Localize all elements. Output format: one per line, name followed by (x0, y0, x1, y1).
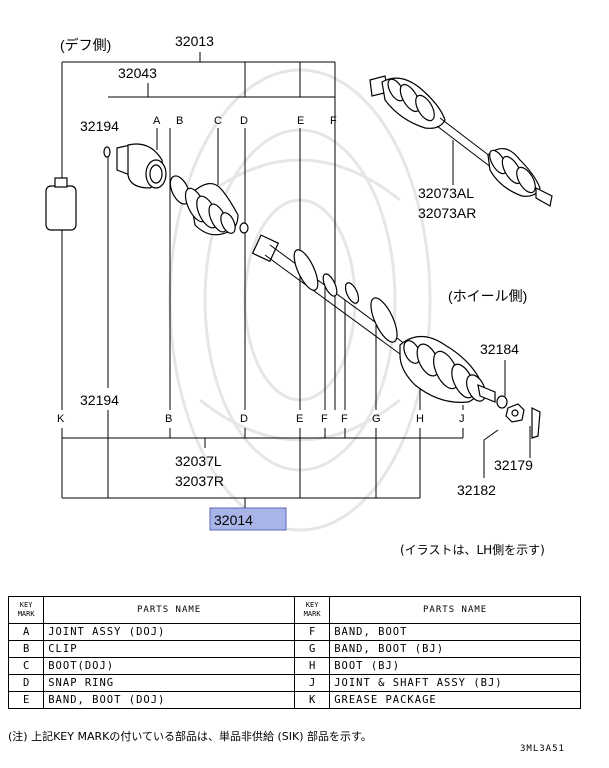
part-name: CLIP (43, 640, 295, 658)
doj-boot (184, 183, 239, 236)
part-name: JOINT ASSY (DOJ) (43, 623, 295, 641)
part-number-32043: 32043 (118, 65, 157, 81)
table-row: D SNAP RING J JOINT & SHAFT ASSY (BJ) (7, 674, 581, 692)
header-key-mark-2: KEY MARK (293, 596, 331, 624)
diagram-code: 3ML3A51 (520, 744, 565, 754)
parts-legend-table: KEY MARK PARTS NAME KEY MARK PARTS NAME … (7, 596, 581, 709)
part-name: GREASE PACKAGE (329, 691, 581, 709)
part-name: SNAP RING (43, 674, 295, 692)
band-boot-2 (344, 282, 360, 304)
key-letter-top-E: E (297, 115, 304, 127)
part-number-32014-highlight[interactable] (209, 507, 287, 531)
part-number-32194-bottom: 32194 (80, 392, 119, 408)
part-name: BAND, BOOT (DOJ) (43, 691, 295, 709)
footnote: (注) 上記KEY MARKの付いている部品は、単品非供給 (SIK) 部品を示… (8, 730, 372, 743)
header-key-mark-1: KEY MARK (7, 596, 45, 624)
bj-boot (399, 335, 481, 403)
key-letter-top-D: D (240, 115, 248, 127)
exploded-parts-diagram: (デフ側) 32013 32043 32194 A B C D E F (45, 33, 553, 557)
part-number-32013: 32013 (175, 33, 214, 49)
key-letter-bottom-J: J (459, 413, 465, 425)
band-boot-1 (322, 273, 338, 297)
key-mark: A (7, 623, 45, 641)
part-number-32073AR: 32073AR (418, 205, 476, 221)
key-mark: K (293, 691, 331, 709)
illustration-note: (イラストは、LH側を示す) (400, 543, 545, 557)
grease-package (45, 177, 77, 231)
table-row: E BAND, BOOT (DOJ) K GREASE PACKAGE (7, 691, 581, 709)
part-number-32014[interactable]: 32014 (214, 512, 253, 528)
doj-joint-assy (116, 143, 167, 189)
part-name: BOOT(DOJ) (43, 657, 295, 675)
key-letter-bottom-G: G (372, 413, 381, 425)
table-row: C BOOT(DOJ) H BOOT (BJ) (7, 657, 581, 675)
key-letter-bottom-F1: F (321, 413, 328, 425)
part-number-32073AL: 32073AL (418, 185, 474, 201)
clip-ring (103, 146, 111, 158)
washer (496, 395, 508, 409)
key-letter-bottom-E: E (296, 413, 303, 425)
part-name: BOOT (BJ) (329, 657, 581, 675)
header-parts-name-1: PARTS NAME (43, 596, 295, 624)
key-letter-top-B: B (176, 115, 183, 127)
snap-ring (239, 222, 249, 234)
key-letter-bottom-K: K (57, 413, 65, 425)
band-boot-bj (370, 297, 398, 343)
drive-shaft-assy-illustration (369, 75, 553, 207)
key-letter-top-F: F (330, 115, 337, 127)
part-number-32037R: 32037R (175, 473, 224, 489)
part-name: BAND, BOOT (BJ) (329, 640, 581, 658)
wheel-side-label: (ホイール側) (448, 288, 527, 304)
key-letter-top-A: A (153, 115, 161, 127)
part-number-32182: 32182 (457, 482, 496, 498)
key-mark: E (7, 691, 45, 709)
key-mark: B (7, 640, 45, 658)
key-mark: J (293, 674, 331, 692)
part-name: BAND, BOOT (329, 623, 581, 641)
part-number-32194-top: 32194 (80, 118, 119, 134)
key-mark: G (293, 640, 331, 658)
key-mark: F (293, 623, 331, 641)
diff-side-label: (デフ側) (60, 37, 111, 53)
key-letter-bottom-D: D (240, 413, 248, 425)
cotter-pin (531, 407, 541, 439)
key-mark: C (7, 657, 45, 675)
band-boot-doj (293, 249, 319, 291)
part-number-32037L: 32037L (175, 453, 222, 469)
key-letter-top-C: C (214, 115, 222, 127)
hub-nut (505, 403, 525, 423)
bj-joint-shaft (466, 374, 496, 403)
part-name: JOINT & SHAFT ASSY (BJ) (329, 674, 581, 692)
key-letter-bottom-H: H (416, 413, 424, 425)
key-letter-bottom-F2: F (341, 413, 348, 425)
header-parts-name-2: PARTS NAME (329, 596, 581, 624)
key-letter-bottom-B: B (165, 413, 172, 425)
key-mark: D (7, 674, 45, 692)
table-row: B CLIP G BAND, BOOT (BJ) (7, 640, 581, 658)
leader-lines (61, 128, 464, 410)
key-mark: H (293, 657, 331, 675)
part-number-32179: 32179 (494, 457, 533, 473)
part-number-32184: 32184 (480, 341, 519, 357)
table-row: A JOINT ASSY (DOJ) F BAND, BOOT (7, 623, 581, 641)
bottom-brackets (61, 410, 531, 508)
